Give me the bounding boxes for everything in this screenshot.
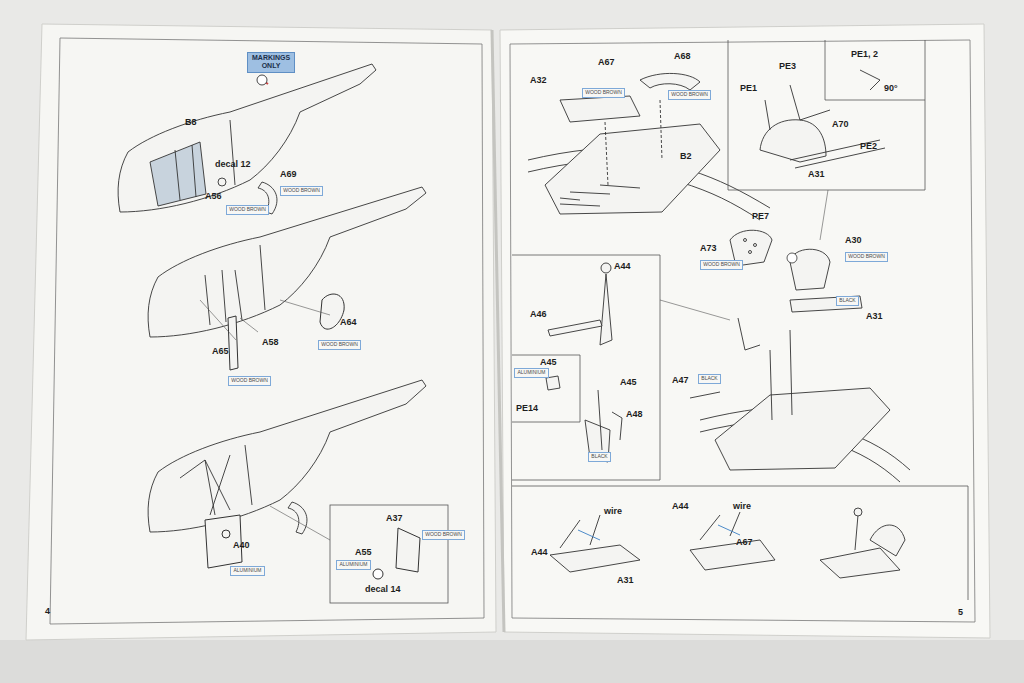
paint-callout: WOOD BROWN [318,340,361,350]
callout-text: BLACK [591,454,608,460]
paint-callout: WOOD BROWN [226,205,269,215]
part-label: A69 [280,170,297,180]
part-label: A32 [530,76,547,86]
part-label: A70 [832,120,849,130]
callout-text: ALUMINIUM [233,568,262,574]
callout-text: WOOD BROWN [283,188,320,194]
callout-text: BLACK [839,298,856,304]
part-label: wire [733,502,751,512]
paint-callout: WOOD BROWN [228,376,271,386]
part-label: A40 [233,541,250,551]
paint-callout: ALUMINIUM [514,368,549,378]
part-label: PE14 [516,404,538,414]
markings-badge: MARKINGSONLY [247,52,295,73]
part-label: A44 [672,502,689,512]
part-label: B2 [680,152,692,162]
callout-text: WOOD BROWN [671,92,708,98]
part-label: 5 [958,608,963,618]
part-label: A45 [540,358,557,368]
part-label: A31 [617,576,634,586]
callout-text: ONLY [252,62,290,70]
part-label: A56 [205,192,222,202]
callout-text: WOOD BROWN [425,532,462,538]
callout-text: WOOD BROWN [231,378,268,384]
callout-text: WOOD BROWN [321,342,358,348]
paint-callout: WOOD BROWN [845,252,888,262]
paint-callout: WOOD BROWN [422,530,465,540]
part-label: 90° [884,84,898,94]
callout-text: BLACK [701,376,718,382]
part-label: PE2 [860,142,877,152]
part-label: A65 [212,347,229,357]
part-label: A58 [262,338,279,348]
part-label: A44 [531,548,548,558]
part-label: wire [604,507,622,517]
part-label: PE1, 2 [851,50,878,60]
callout-text: ALUMINIUM [339,562,368,568]
part-label: A31 [808,170,825,180]
part-label: A44 [614,262,631,272]
callout-text: WOOD BROWN [848,254,885,260]
part-label: A37 [386,514,403,524]
paint-callout: WOOD BROWN [668,90,711,100]
callout-text: WOOD BROWN [585,90,622,96]
paint-callout: BLACK [836,296,859,306]
part-label: 4 [45,607,50,617]
paint-callout: ALUMINIUM [336,560,371,570]
paint-callout: WOOD BROWN [700,260,743,270]
callout-text: WOOD BROWN [703,262,740,268]
paint-callout: ALUMINIUM [230,566,265,576]
part-label: A45 [620,378,637,388]
callout-text: WOOD BROWN [229,207,266,213]
part-label: A64 [340,318,357,328]
part-label: decal 12 [215,160,251,170]
paint-callout: WOOD BROWN [280,186,323,196]
part-label: A67 [598,58,615,68]
callout-text: ALUMINIUM [517,370,546,376]
paint-callout: BLACK [698,374,721,384]
part-label: A73 [700,244,717,254]
part-label: A68 [674,52,691,62]
callout-text: MARKINGS [252,54,290,62]
part-label: A31 [866,312,883,322]
part-label: A30 [845,236,862,246]
part-label: PE1 [740,84,757,94]
part-label: decal 14 [365,585,401,595]
paint-callout: BLACK [588,452,611,462]
part-label: A55 [355,548,372,558]
part-label: PE7 [752,212,769,222]
part-label: PE3 [779,62,796,72]
part-label: A67 [736,538,753,548]
part-label: A48 [626,410,643,420]
part-label: B8 [185,118,197,128]
part-label: A46 [530,310,547,320]
paint-callout: WOOD BROWN [582,88,625,98]
part-label: A47 [672,376,689,386]
